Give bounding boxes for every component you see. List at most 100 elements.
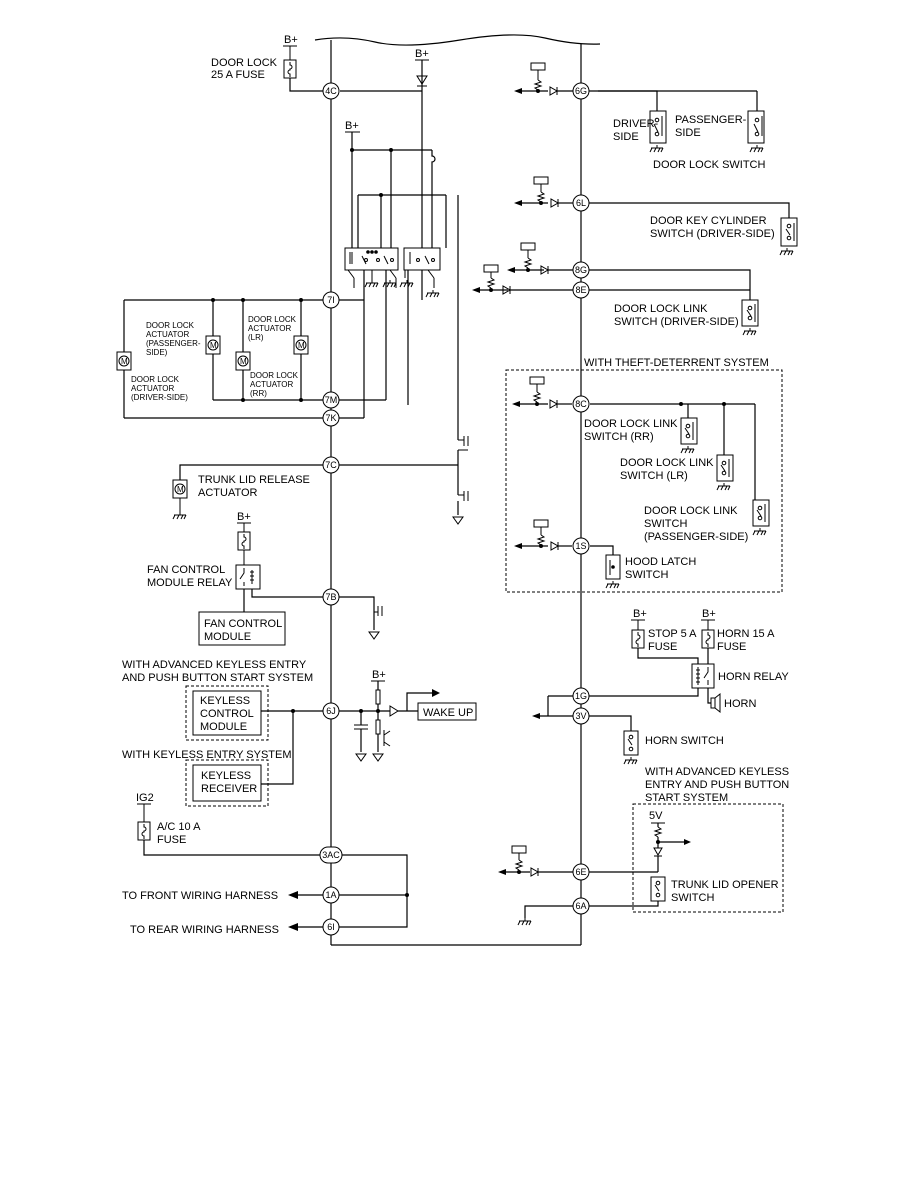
door-lock-relay-block: B+ [344, 120, 447, 418]
connector-7b: 7B [322, 588, 340, 606]
connector-6i: 6I [322, 918, 340, 936]
fan-control-circuit: B+ FAN CONTROL MODULE FAN CONTROL MODULE… [147, 511, 383, 646]
connector-8c: 8C [572, 395, 590, 413]
connector-3v: 3V [572, 707, 590, 725]
connector-6j: 6J [322, 702, 340, 720]
keyless-mod-l1: KEYLESS [200, 695, 250, 707]
act-drv-l2: ACTUATOR [131, 384, 174, 393]
connector-6g: 6G [572, 82, 590, 100]
act-drv-l3: (DRIVER-SIDE) [131, 393, 188, 402]
passenger-side-l1: PASSENGER- [675, 114, 747, 126]
fan-relay-l1: FAN CONTROL [147, 564, 225, 576]
act-drv-l1: DOOR LOCK [131, 375, 180, 384]
hood-latch-l2: SWITCH [625, 569, 668, 581]
input-6g [514, 62, 574, 96]
svg-text:7B: 7B [325, 592, 336, 602]
link-lr-l2: SWITCH (LR) [620, 470, 688, 482]
module-body-outline [314, 34, 601, 946]
horn-fuse-l1: HORN 15 A [717, 628, 775, 640]
link-pass-l3: (PASSENGER-SIDE) [644, 531, 748, 543]
theft-label: WITH THEFT-DETERRENT SYSTEM [584, 357, 769, 369]
horn-circuit: B+ STOP 5 A FUSE B+ HORN 15 A FUSE HORN … [532, 608, 789, 765]
act-lr-l2: ACTUATOR [248, 324, 291, 333]
svg-text:7I: 7I [327, 295, 335, 305]
svg-text:4C: 4C [325, 86, 337, 96]
ac-fuse-l2: FUSE [157, 834, 186, 846]
keyless-rcv-l1: KEYLESS [201, 770, 251, 782]
stop-fuse-l1: STOP 5 A [648, 628, 697, 640]
link-drv-l1: DOOR LOCK LINK [614, 303, 708, 315]
bplus-keyless: B+ [372, 669, 386, 681]
keyless-mod-l3: MODULE [200, 721, 247, 733]
act-rr-l2: ACTUATOR [250, 380, 293, 389]
fan-control-module-box [198, 611, 286, 646]
fan-module-l2: MODULE [204, 631, 251, 643]
horn-fuse-l2: FUSE [717, 641, 746, 653]
actuator-passenger-side: M [205, 335, 221, 355]
door-lock-switch-label: DOOR LOCK SWITCH [653, 159, 766, 171]
motor-m-rr: M [298, 341, 305, 350]
link-pass-l1: DOOR LOCK LINK [644, 505, 738, 517]
connector-1s: 1S [572, 537, 590, 555]
driver-side-l1: DRIVER- [613, 118, 659, 130]
fan-relay-l2: MODULE RELAY [147, 577, 233, 589]
input-6l: DOOR KEY CYLINDER SWITCH (DRIVER-SIDE) [514, 176, 798, 256]
input-8g [507, 242, 574, 275]
actuator-lr: M [235, 351, 251, 371]
stop-fuse-l2: FUSE [648, 641, 677, 653]
svg-text:3V: 3V [575, 711, 586, 721]
trunk-act-l2: ACTUATOR [198, 487, 258, 499]
connector-1a: 1A [322, 886, 340, 904]
act-lr-l1: DOOR LOCK [248, 315, 297, 324]
keyless-control-module-box [192, 690, 262, 736]
motor-m-trunk: M [177, 485, 184, 494]
trunk-lid-release-actuator: M TRUNK LID RELEASE ACTUATOR [172, 464, 458, 520]
svg-text:1G: 1G [575, 691, 587, 701]
svg-text:6G: 6G [575, 86, 587, 96]
motor-m-lr: M [240, 357, 247, 366]
wake-up-box [417, 702, 477, 721]
link-rr-l1: DOOR LOCK LINK [584, 418, 678, 430]
svg-text:1A: 1A [325, 890, 336, 900]
trunk-opener-l1: TRUNK LID OPENER [671, 879, 779, 891]
svg-text:3AC: 3AC [322, 850, 340, 860]
key-cyl-l2: SWITCH (DRIVER-SIDE) [650, 228, 775, 240]
ig2-label: IG2 [136, 792, 154, 804]
svg-text:7C: 7C [325, 460, 337, 470]
ac-fuse-l1: A/C 10 A [157, 821, 201, 833]
svg-text:6A: 6A [575, 901, 586, 911]
act-rr-l3: (RR) [250, 389, 267, 398]
input-8e: DOOR LOCK LINK SWITCH (DRIVER-SIDE) [472, 264, 759, 336]
trunk-opener-l2: SWITCH [671, 892, 714, 904]
harness-arrows: TO FRONT WIRING HARNESS TO REAR WIRING H… [122, 890, 324, 936]
motor-m-passenger: M [210, 341, 217, 350]
svg-text:8C: 8C [575, 399, 587, 409]
svg-text:8E: 8E [575, 285, 586, 295]
input-6e [498, 845, 574, 926]
hood-latch-l1: HOOD LATCH [625, 556, 696, 568]
adv-keyless-l2: AND PUSH BUTTON START SYSTEM [122, 672, 313, 684]
door-lock-fuse: B+ DOOR LOCK 25 A FUSE [211, 34, 324, 92]
connector-8g: 8G [572, 261, 590, 279]
trunk-act-l1: TRUNK LID RELEASE [198, 474, 310, 486]
motor-m-driver: M [121, 357, 128, 366]
horn-label: HORN [724, 698, 756, 710]
connector-6l: 6L [572, 194, 590, 212]
svg-text:8G: 8G [575, 265, 587, 275]
bplus-stop: B+ [633, 608, 647, 620]
svg-text:7M: 7M [325, 395, 338, 405]
connector-4c: 4C [322, 82, 340, 100]
connector-3ac: 3AC [319, 846, 343, 864]
svg-text:6J: 6J [326, 706, 336, 716]
act-pass-l3: (PASSENGER- [146, 339, 201, 348]
door-lock-switch: DRIVER- SIDE PASSENGER- SIDE DOOR LOCK S… [588, 90, 766, 171]
act-rr-l1: DOOR LOCK [250, 371, 299, 380]
connector-7c: 7C [322, 456, 340, 474]
svg-text:6E: 6E [575, 867, 586, 877]
adv-trunk-l3: START SYSTEM [645, 792, 728, 804]
actuator-rr: M [293, 335, 309, 355]
link-rr-l2: SWITCH (RR) [584, 431, 654, 443]
connector-6a: 6A [572, 897, 590, 915]
passenger-side-l2: SIDE [675, 127, 701, 139]
